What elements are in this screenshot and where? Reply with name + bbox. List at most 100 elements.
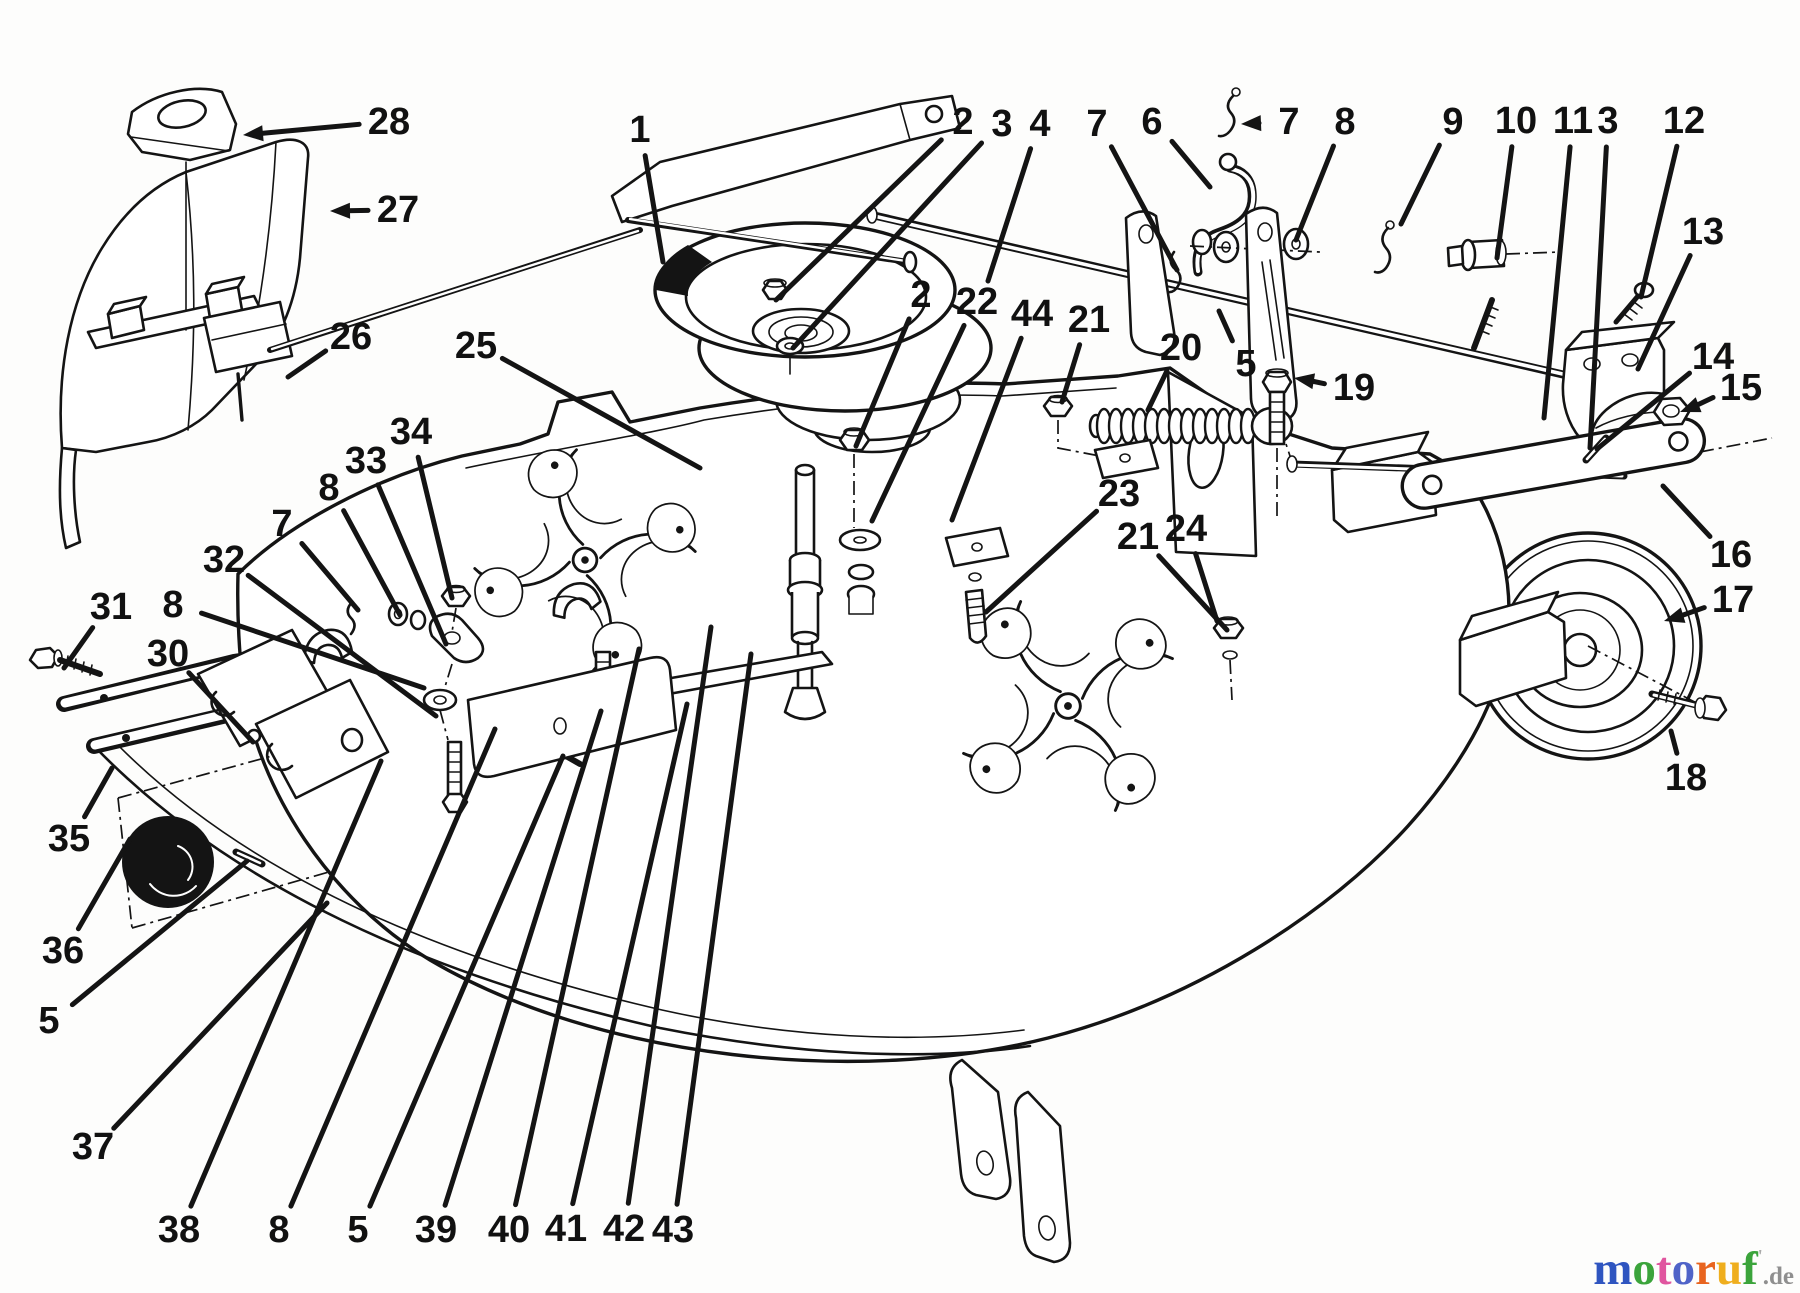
callout-leader-35-41 (82, 765, 115, 820)
callout-leader-14-14 (1594, 370, 1692, 452)
callout-label-20-21: 20 (1160, 327, 1202, 369)
watermark-tick: ' (1757, 1246, 1763, 1266)
callout-label-26-30: 26 (330, 316, 372, 358)
callout-arrowhead-17-17 (1664, 607, 1686, 623)
callout-leader-5-20 (1216, 308, 1235, 344)
discharge-chute (58, 138, 310, 550)
callout-leader-11-10 (1541, 144, 1573, 421)
callout-leader-21-22 (1059, 342, 1083, 405)
callout-arrowhead-7-6 (1241, 115, 1262, 132)
height-link (1286, 396, 1773, 722)
callout-label-43-52: 43 (652, 1209, 694, 1251)
callout-label-27-31: 27 (377, 189, 419, 231)
watermark-letter: u (1715, 1243, 1743, 1293)
callout-label-10-9: 10 (1495, 100, 1537, 142)
callout-label-24-28: 24 (1165, 508, 1207, 550)
callout-leader-5-43 (69, 858, 250, 1008)
callout-label-3-2: 3 (991, 103, 1012, 145)
cover-plate (126, 87, 238, 331)
callout-label-22-24: 22 (956, 281, 998, 323)
callout-label-5-43: 5 (38, 1000, 59, 1042)
callout-leader-38-45 (188, 758, 384, 1209)
callout-leader-40-49 (513, 646, 642, 1208)
callout-leader-32-37 (245, 572, 439, 719)
callout-arrowhead-15-15 (1680, 397, 1702, 413)
callout-label-32-37: 32 (203, 539, 245, 581)
callout-leader-28-32 (256, 121, 362, 137)
watermark-letter: f (1742, 1243, 1758, 1293)
callout-label-7-36: 7 (271, 503, 292, 545)
blade-stop-straps (949, 1058, 1072, 1264)
callout-arrowhead-19-19 (1294, 373, 1316, 390)
motoruf-watermark: motoruf'.de (1593, 1246, 1794, 1293)
callout-label-40-49: 40 (488, 1209, 530, 1251)
callout-label-8-39: 8 (162, 584, 183, 626)
callout-leader-39-48 (442, 708, 604, 1208)
callout-leader-3-2 (790, 140, 985, 351)
callout-label-34-33: 34 (390, 411, 432, 453)
callout-label-12-12: 12 (1663, 100, 1705, 142)
callout-label-30-40: 30 (147, 633, 189, 675)
spring-and-bolt (1088, 368, 1294, 520)
callout-label-17-17: 17 (1712, 579, 1754, 621)
callout-label-37-44: 37 (72, 1126, 114, 1168)
callout-arrowhead-28-32 (243, 125, 264, 142)
callout-label-7-6: 7 (1278, 101, 1299, 143)
latch-bracket (86, 227, 643, 422)
callout-label-6-5: 6 (1141, 101, 1162, 143)
callout-leader-5-47 (367, 753, 566, 1209)
callout-label-21-27: 21 (1117, 516, 1159, 558)
callout-leader-3-11 (1587, 144, 1609, 451)
callout-leader-20-21 (1145, 368, 1170, 413)
left-hanger-assembly (28, 628, 390, 929)
callout-label-41-50: 41 (545, 1208, 587, 1250)
watermark-letter: r (1695, 1243, 1716, 1293)
left-hardware-chain (346, 584, 485, 814)
callout-leader-8-39 (198, 610, 427, 691)
callout-leader-24-28 (1193, 551, 1220, 624)
callout-leader-44-23 (949, 335, 1024, 523)
watermark-letter: o (1671, 1243, 1696, 1293)
callout-label-19-19: 19 (1333, 367, 1375, 409)
callout-leader-7-4 (1108, 144, 1180, 273)
deck-shell (94, 366, 1511, 1063)
callout-leader-2-1 (773, 137, 944, 303)
callout-leader-42-51 (625, 624, 714, 1206)
callout-leader-6-5 (1169, 138, 1213, 190)
watermark-letter: t (1655, 1243, 1672, 1293)
callout-label-5-20: 5 (1235, 343, 1256, 385)
callout-label-18-18: 18 (1665, 757, 1707, 799)
callout-label-2-25: 2 (910, 274, 931, 316)
callout-label-36-42: 36 (42, 930, 84, 972)
callout-leader-36-42 (75, 836, 133, 932)
callout-leader-26-30 (285, 348, 329, 380)
callout-leader-8-35 (341, 508, 403, 618)
callout-label-21-22: 21 (1068, 299, 1110, 341)
callout-label-13-13: 13 (1682, 211, 1724, 253)
callout-leader-37-44 (111, 900, 330, 1131)
callout-label-1-0: 1 (629, 109, 650, 151)
callout-leader-7-36 (299, 540, 361, 613)
callout-label-4-3: 4 (1029, 103, 1050, 145)
callout-label-11-10: 11 (1553, 100, 1593, 142)
callout-leader-34-33 (415, 454, 455, 601)
callout-leader-1-0 (642, 153, 666, 265)
callout-leader-31-38 (61, 625, 96, 671)
callout-leader-22-24 (869, 322, 967, 524)
callout-label-7-4: 7 (1086, 103, 1107, 145)
callout-label-8-35: 8 (318, 467, 339, 509)
callout-leader-18-18 (1668, 728, 1680, 756)
callout-label-8-7: 8 (1334, 101, 1355, 143)
callout-leader-33-34 (375, 482, 449, 647)
callout-label-28-32: 28 (368, 101, 410, 143)
callout-leader-4-3 (985, 146, 1034, 284)
callout-label-16-16: 16 (1710, 534, 1752, 576)
callout-label-39-48: 39 (415, 1209, 457, 1251)
callout-label-38-45: 38 (158, 1209, 200, 1251)
callout-leader-13-13 (1635, 252, 1693, 372)
callout-leader-10-9 (1494, 144, 1515, 261)
callout-label-8-46: 8 (268, 1209, 289, 1251)
callout-label-3-11: 3 (1597, 100, 1618, 142)
